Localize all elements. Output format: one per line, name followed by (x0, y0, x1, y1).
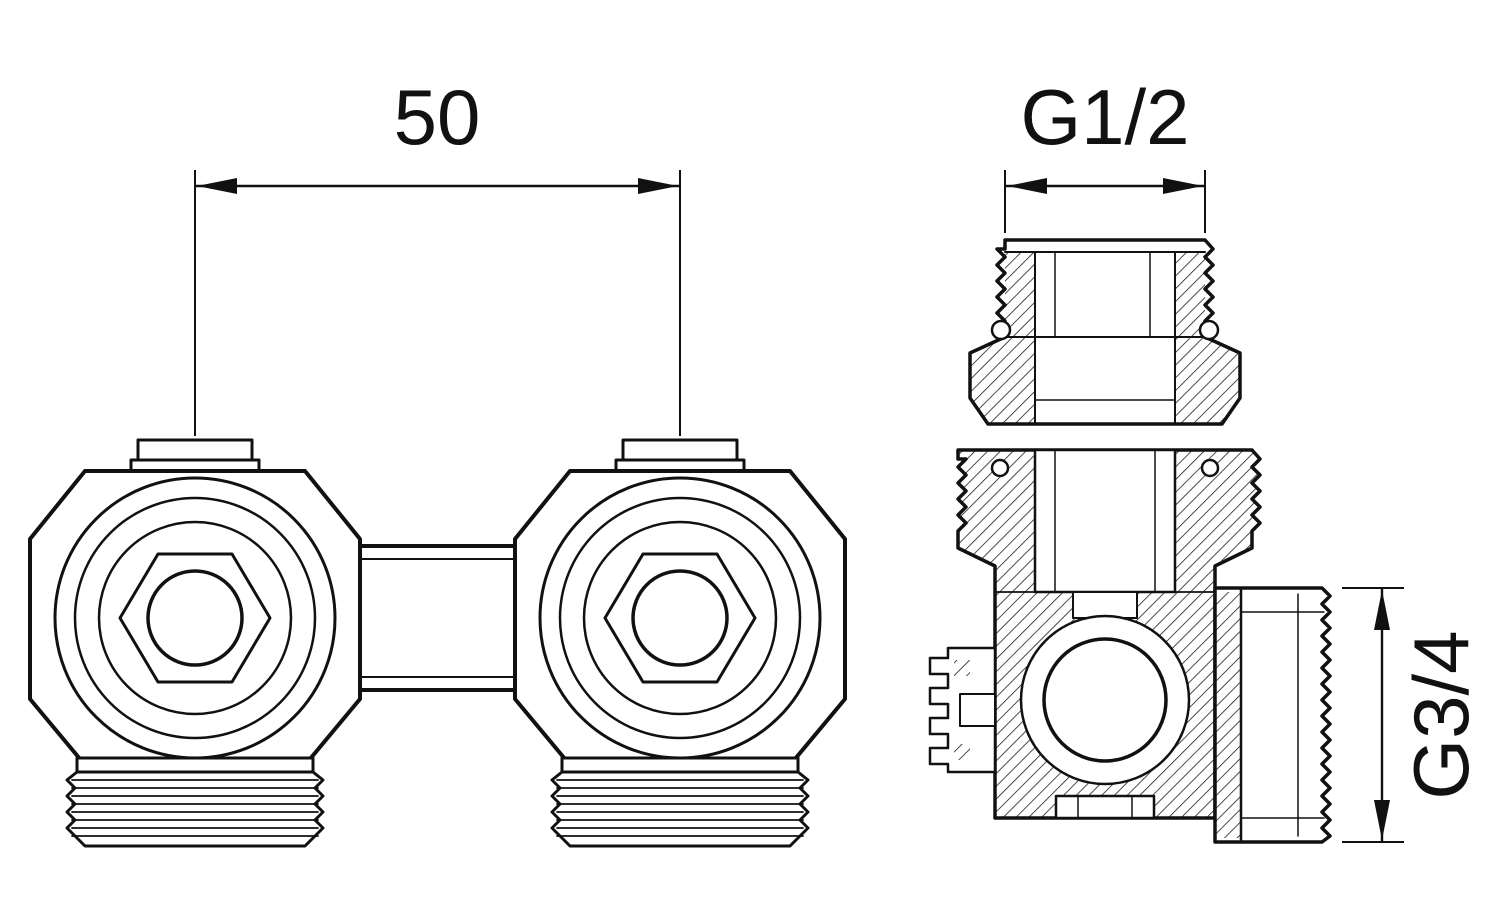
arrowhead-down-icon (1374, 800, 1390, 840)
arrowhead-left-icon (1007, 178, 1047, 194)
dimension-label-50: 50 (394, 73, 481, 161)
body-seal-right-icon (1200, 458, 1220, 478)
right-tail-thread (550, 756, 810, 848)
clamp-seal-bottom-icon (954, 744, 970, 760)
left-tail-thread (65, 756, 325, 848)
o-ring-left-icon (990, 319, 1012, 341)
ball-bore (1042, 637, 1168, 763)
dimension-center-distance: 50 (194, 73, 681, 436)
left-valve-front (28, 438, 362, 767)
dimension-top-thread: G1/2 (1004, 73, 1206, 233)
bottom-plug (1054, 794, 1156, 820)
arrowhead-right-icon (1163, 178, 1203, 194)
right-connector-g34 (1213, 586, 1332, 844)
arrowhead-right-icon (638, 178, 678, 194)
dimension-label-g34: G3/4 (1397, 630, 1485, 799)
arrowhead-up-icon (1374, 590, 1390, 630)
valve-body-section (956, 448, 1262, 820)
dimension-label-g12: G1/2 (1020, 73, 1189, 161)
section-view: G1/2 G3/4 (928, 73, 1485, 844)
left-connector-section (928, 646, 997, 774)
body-seal-left-icon (990, 458, 1010, 478)
union-nut-section (968, 238, 1242, 426)
arrowhead-left-icon (197, 178, 237, 194)
valve-body-tube (358, 544, 517, 692)
o-ring-right-icon (1198, 319, 1220, 341)
clamp-seal-top-icon (954, 660, 970, 676)
right-valve-front (513, 438, 847, 767)
dimension-side-thread: G3/4 (1342, 587, 1485, 843)
front-view: 50 (28, 73, 847, 848)
